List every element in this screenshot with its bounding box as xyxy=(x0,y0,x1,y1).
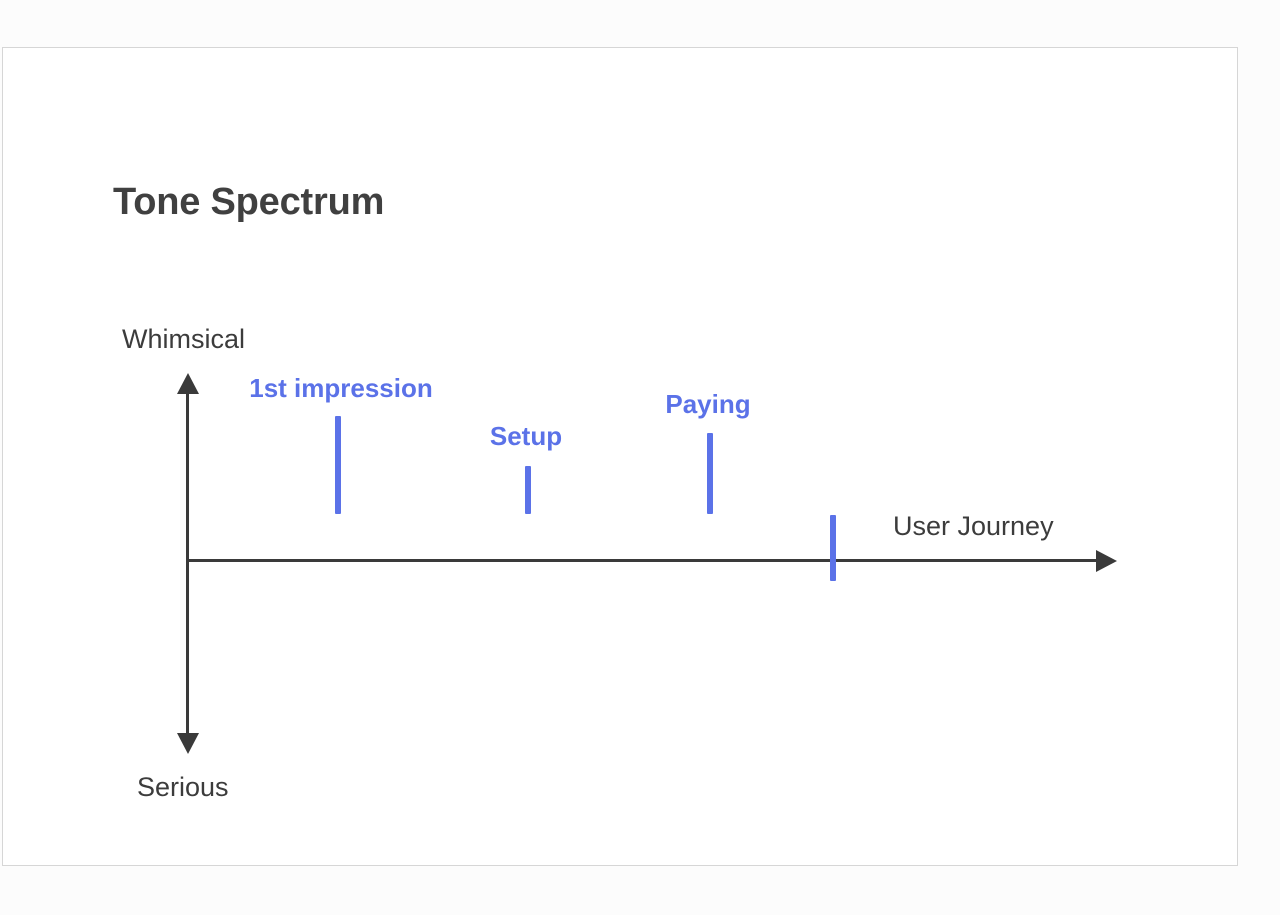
marker-label-setup: Setup xyxy=(489,421,563,451)
page-title: Tone Spectrum xyxy=(113,181,385,223)
vertical-axis-line xyxy=(186,378,189,746)
marker-label-paying: Paying xyxy=(665,389,751,419)
marker-tick-first-impression[interactable] xyxy=(335,416,341,514)
marker-tick-setup[interactable] xyxy=(525,466,531,514)
arrow-up-icon xyxy=(177,373,199,394)
slide-frame: Tone Spectrum Whimsical Serious User Jou… xyxy=(2,47,1238,866)
y-axis-top-label: Whimsical xyxy=(122,324,246,354)
arrow-right-icon xyxy=(1096,550,1117,572)
marker-label-first-impression: 1st impression xyxy=(249,373,433,403)
marker-tick-paying[interactable] xyxy=(707,433,713,514)
arrow-down-icon xyxy=(177,733,199,754)
marker-tick-unlabeled[interactable] xyxy=(830,515,836,581)
x-axis-label: User Journey xyxy=(893,511,1054,541)
horizontal-axis-line xyxy=(187,559,1102,562)
y-axis-bottom-label: Serious xyxy=(137,772,229,802)
